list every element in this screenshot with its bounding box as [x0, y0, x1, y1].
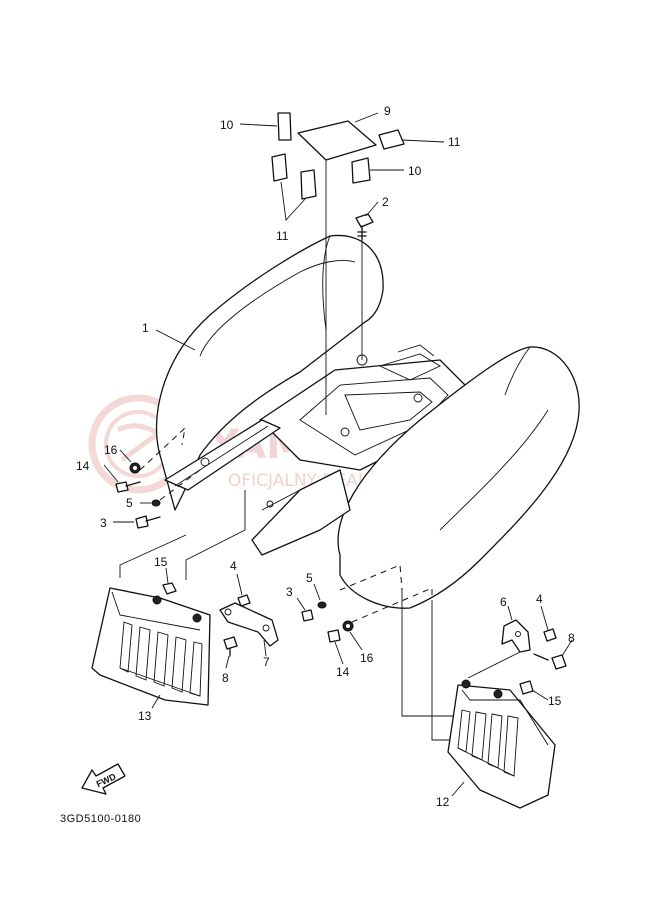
diagram-code: 3GD5100-0180 [60, 813, 141, 825]
callout-7: 7 [263, 655, 270, 669]
callout-numbers: 10 9 11 10 11 2 1 16 14 5 3 15 4 3 5 7 8… [76, 104, 575, 809]
part-2-bolt [355, 213, 374, 241]
part-9-cover-plate [297, 120, 377, 161]
part-16-nut-left [129, 462, 141, 474]
callout-13: 13 [138, 709, 152, 723]
callout-8-left: 8 [222, 671, 229, 685]
callout-3-right: 3 [286, 585, 293, 599]
callout-14-left: 14 [76, 459, 90, 473]
part-3-screw-right [301, 609, 314, 622]
part-3-screw-left [135, 515, 161, 529]
callout-4-left: 4 [230, 559, 237, 573]
callout-14-right: 14 [336, 665, 350, 679]
callout-4-right: 4 [536, 592, 543, 606]
part-10-pad-left [277, 112, 292, 141]
part-4-nut-left [237, 594, 251, 607]
part-10-pad-right [351, 157, 371, 184]
part-14-screw-left [115, 481, 141, 493]
callout-8-right: 8 [568, 631, 575, 645]
callout-10-top-left: 10 [220, 118, 234, 132]
callout-16-right: 16 [360, 651, 374, 665]
part-11-pad-right [378, 129, 405, 150]
callout-12: 12 [436, 795, 450, 809]
part-4-nut-right [543, 628, 557, 642]
callout-2: 2 [382, 195, 389, 209]
part-12-mudflap-right [447, 679, 556, 809]
callout-3-left: 3 [100, 516, 107, 530]
part-16-nut-right [342, 620, 354, 632]
callout-6: 6 [500, 595, 507, 609]
callout-15-right: 15 [548, 694, 562, 708]
callout-1: 1 [142, 321, 149, 335]
leader-lines [103, 112, 573, 797]
callout-15-left: 15 [154, 555, 168, 569]
fwd-arrow-icon: FWD [81, 763, 126, 795]
callout-5-right: 5 [306, 571, 313, 585]
part-6-bracket [501, 619, 531, 653]
part-14-screw-right [327, 629, 341, 643]
part-5-washer-left [151, 499, 161, 507]
part-1-rear-fender [155, 234, 580, 609]
callout-10-right: 10 [408, 164, 422, 178]
part-11-pads-lower [271, 153, 317, 200]
callout-11-right: 11 [448, 135, 461, 149]
callout-11-bottom: 11 [276, 229, 289, 243]
part-5-washer-right [317, 601, 327, 609]
part-8-bolt-left [223, 636, 238, 657]
part-15-nut-right [519, 680, 534, 695]
callout-16-left: 16 [104, 443, 118, 457]
part-8-bolt-right [533, 653, 567, 670]
callout-9: 9 [384, 104, 391, 118]
callout-5-left: 5 [126, 496, 133, 510]
part-15-nut-left [162, 582, 177, 595]
part-13-mudflap-left [91, 587, 211, 706]
